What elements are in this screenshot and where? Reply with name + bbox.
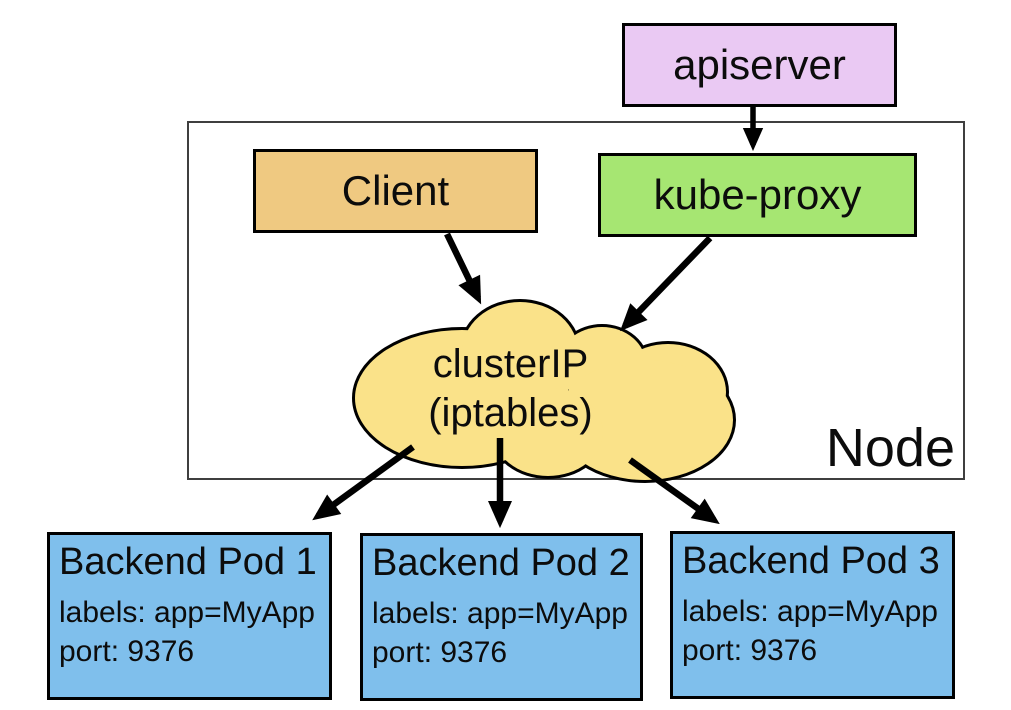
pod-labels: labels: app=MyApp (682, 595, 938, 628)
cluster-ip-label: clusterIP (iptables) (378, 340, 643, 438)
backend-pod-2: Backend Pod 2 labels: app=MyApp port: 93… (360, 533, 643, 701)
apiserver-label: apiserver (673, 41, 846, 88)
backend-pod-1: Backend Pod 1 labels: app=MyApp port: 93… (47, 532, 332, 700)
pod-title: Backend Pod 3 (682, 540, 940, 582)
pod-labels: labels: app=MyApp (59, 596, 315, 629)
pod-title: Backend Pod 1 (59, 541, 317, 583)
client-label: Client (341, 167, 450, 214)
client-box: Client (253, 149, 538, 233)
kube-proxy-box: kube-proxy (598, 153, 917, 237)
pod-port: port: 9376 (59, 635, 195, 668)
cluster-ip-line1: clusterIP (432, 342, 589, 386)
cluster-ip-line2: (iptables) (428, 391, 593, 435)
pod-port: port: 9376 (372, 636, 508, 669)
backend-pod-3: Backend Pod 3 labels: app=MyApp port: 93… (670, 531, 955, 699)
node-label: Node (825, 418, 955, 478)
apiserver-box: apiserver (622, 23, 897, 107)
kube-proxy-label: kube-proxy (653, 171, 862, 218)
pod-port: port: 9376 (682, 634, 818, 667)
pod-title: Backend Pod 2 (372, 542, 630, 584)
pod-labels: labels: app=MyApp (372, 597, 628, 630)
